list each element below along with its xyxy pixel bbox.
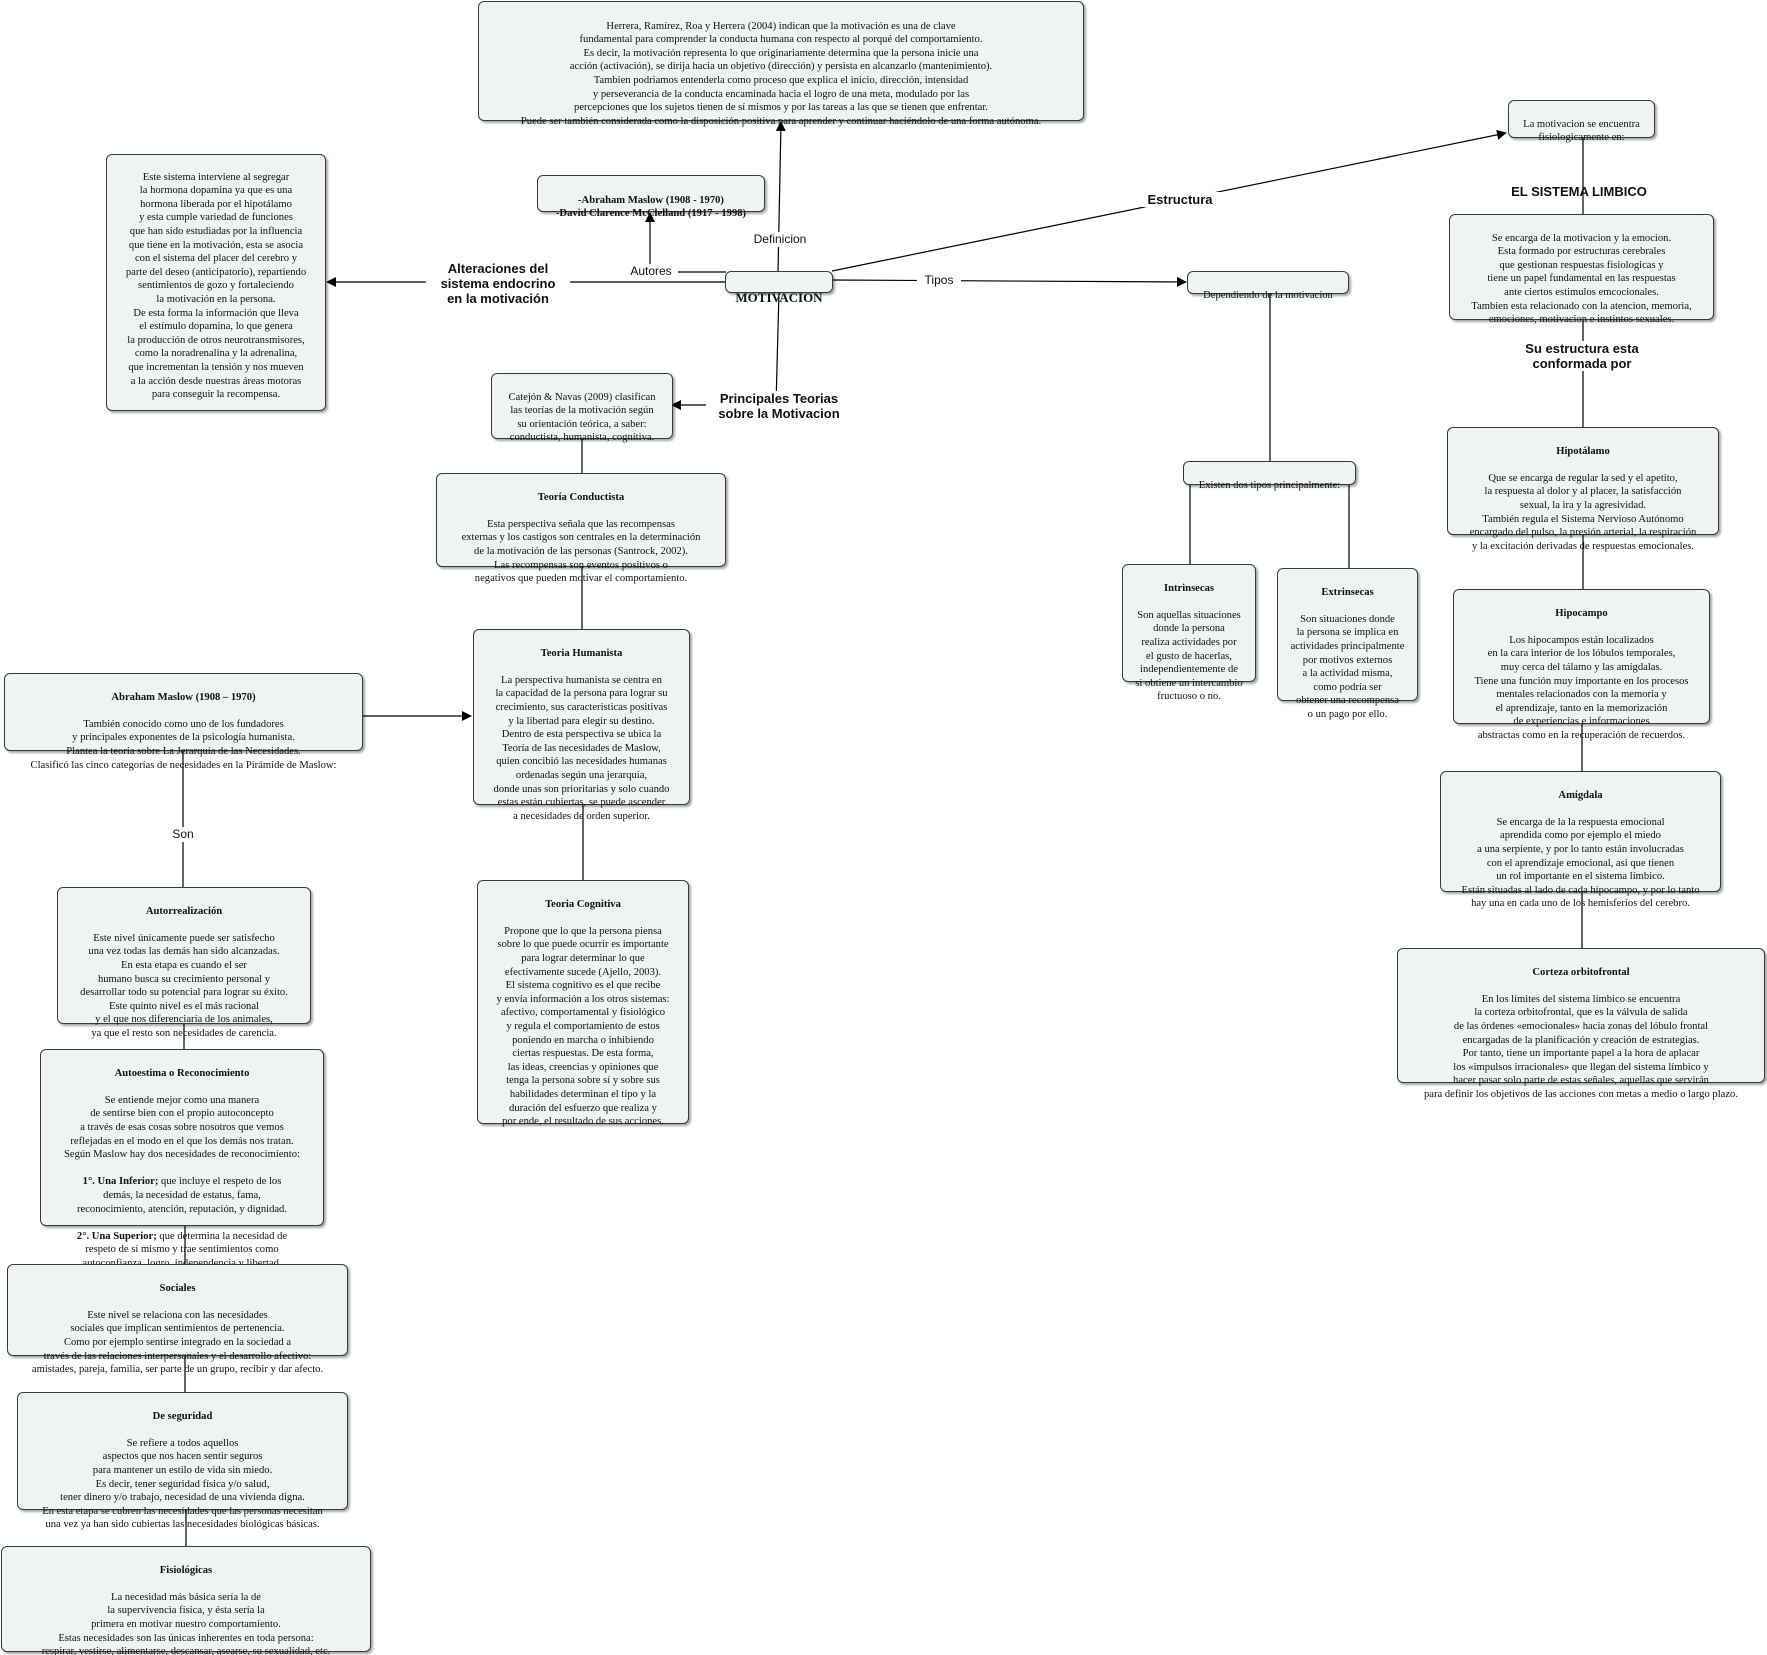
esteem-title: Autoestima o Reconocimiento [114, 1067, 250, 1079]
theory-behavioral-title: Teoría Conductista [537, 491, 625, 503]
physiological-node[interactable]: Fisiológicas La necesidad más básica ser… [1, 1546, 371, 1655]
link-teorias [671, 290, 780, 410]
definition-text: Herrera, Ramírez, Roa y Herrera (2004) i… [520, 20, 1042, 127]
theory-humanist-node[interactable]: Teoria Humanista La perspectiva humanist… [473, 629, 690, 822]
label-autores: Autores [624, 264, 678, 279]
hypothalamus-text: Que se encarga de regular la sed y el ap… [1469, 472, 1697, 552]
hippocampus-text: Los hipocampos están localizados en la c… [1474, 634, 1689, 741]
theory-cognitive-node[interactable]: Teoria Cognitiva Propone que lo que la p… [477, 880, 689, 1127]
social-title: Sociales [159, 1282, 196, 1294]
structure-root-node[interactable]: La motivacion se encuentra fisiologicame… [1508, 100, 1655, 143]
central-topic-node[interactable]: MOTIVACION [725, 271, 833, 305]
theories-intro-text: Catejón & Navas (2009) clasifican las te… [508, 391, 656, 444]
label-estructura: Estructura [1140, 192, 1220, 207]
orbitofrontal-node[interactable]: Corteza orbitofrontal En los límites del… [1397, 948, 1765, 1100]
orbitofrontal-title: Corteza orbitofrontal [1532, 966, 1630, 978]
label-teorias: Principales Teorias sobre la Motivacion [706, 391, 852, 421]
intrinsic-title: Intrinsecas [1163, 582, 1215, 594]
endocrine-node[interactable]: Este sistema interviene al segregar la h… [106, 154, 326, 411]
types-two-node[interactable]: Existen dos tipos principalmente: [1183, 461, 1356, 491]
social-node[interactable]: Sociales Este nivel se relaciona con las… [7, 1264, 348, 1375]
theories-intro-node[interactable]: Catejón & Navas (2009) clasifican las te… [491, 373, 673, 443]
limbic-node[interactable]: Se encarga de la motivacion y la emocion… [1449, 214, 1714, 325]
authors-text: -Abraham Maslow (1908 - 1970) -David Cla… [555, 194, 747, 220]
social-text: Este nivel se relaciona con las necesida… [31, 1309, 324, 1376]
types-root-text: Dependiendo de la motivacion [1203, 289, 1333, 301]
maslow-title: Abraham Maslow (1908 – 1970) [111, 691, 256, 703]
definition-node[interactable]: Herrera, Ramírez, Roa y Herrera (2004) i… [478, 1, 1084, 127]
maslow-text: También conocido como uno de los fundado… [30, 718, 337, 771]
label-conformada: Su estructura esta conformada por [1504, 341, 1660, 371]
physiological-text: La necesidad más básica sería la de la s… [41, 1591, 331, 1655]
intrinsic-node[interactable]: Intrinsecas Son aquellas situaciones don… [1122, 564, 1256, 702]
security-text: Se refiere a todos aquellos aspectos que… [42, 1437, 323, 1531]
authors-node[interactable]: -Abraham Maslow (1908 - 1970) -David Cla… [537, 175, 765, 219]
esteem-node[interactable]: Autoestima o Reconocimiento Se entiende … [40, 1049, 324, 1269]
hypothalamus-node[interactable]: Hipotálamo Que se encarga de regular la … [1447, 427, 1719, 552]
theory-cognitive-title: Teoria Cognitiva [545, 898, 621, 910]
security-title: De seguridad [152, 1410, 213, 1422]
esteem-superior-text: que determina la necesidad de respeto de… [82, 1230, 288, 1269]
self-realization-text: Este nivel únicamente puede ser satisfec… [80, 932, 288, 1039]
esteem-superior-label: 2°. Una Superior; [76, 1230, 157, 1242]
hypothalamus-title: Hipotálamo [1556, 445, 1610, 457]
label-definicion: Definicion [748, 232, 812, 247]
theory-humanist-title: Teoria Humanista [540, 647, 623, 659]
structure-root-text: La motivacion se encuentra fisiologicame… [1523, 118, 1640, 144]
self-realization-title: Autorrealización [145, 905, 223, 917]
esteem-inferior-text: que incluye el respeto de los demás, la … [76, 1176, 288, 1215]
security-node[interactable]: De seguridad Se refiere a todos aquellos… [17, 1392, 348, 1530]
extrinsic-title: Extrinsecas [1321, 586, 1374, 598]
hippocampus-title: Hipocampo [1555, 607, 1608, 619]
limbic-text: Se encarga de la motivacion y la emocion… [1471, 232, 1692, 326]
maslow-node[interactable]: Abraham Maslow (1908 – 1970) También con… [4, 673, 363, 771]
orbitofrontal-text: En los límites del sistema límbico se en… [1424, 993, 1738, 1100]
types-two-text: Existen dos tipos principalmente: [1198, 479, 1341, 491]
theory-behavioral-text: Esta perspectiva señala que las recompen… [461, 518, 701, 585]
label-alteraciones: Alteraciones del sistema endocrino en la… [426, 261, 570, 306]
self-realization-node[interactable]: Autorrealización Este nivel únicamente p… [57, 887, 311, 1039]
label-son: Son [164, 827, 202, 842]
label-sistema-limbico: EL SISTEMA LIMBICO [1511, 184, 1647, 199]
extrinsic-text: Son situaciones donde la persona se impl… [1290, 613, 1405, 720]
amygdala-text: Se encarga de la la respuesta emocional … [1461, 816, 1700, 910]
label-tipos: Tipos [917, 273, 961, 288]
esteem-text: Se entiende mejor como una manera de sen… [64, 1094, 300, 1161]
theory-humanist-text: La perspectiva humanista se centra en la… [493, 674, 670, 822]
central-topic-label: MOTIVACION [735, 290, 823, 305]
amygdala-node[interactable]: Amígdala Se encarga de la la respuesta e… [1440, 771, 1721, 909]
endocrine-text: Este sistema interviene al segregar la h… [125, 171, 307, 401]
esteem-inferior-label: 1°. Una Inferior; [82, 1176, 159, 1188]
amygdala-title: Amígdala [1558, 789, 1603, 801]
theory-behavioral-node[interactable]: Teoría Conductista Esta perspectiva seña… [436, 473, 726, 584]
types-root-node[interactable]: Dependiendo de la motivacion [1187, 271, 1349, 301]
intrinsic-text: Son aquellas situaciones donde la person… [1135, 609, 1243, 703]
theory-cognitive-text: Propone que lo que la persona piensa sob… [496, 925, 670, 1128]
link-definicion [775, 121, 786, 273]
hippocampus-node[interactable]: Hipocampo Los hipocampos están localizad… [1453, 589, 1710, 741]
link-tipos [831, 276, 1187, 287]
extrinsic-node[interactable]: Extrinsecas Son situaciones donde la per… [1277, 568, 1418, 720]
physiological-title: Fisiológicas [159, 1564, 213, 1576]
